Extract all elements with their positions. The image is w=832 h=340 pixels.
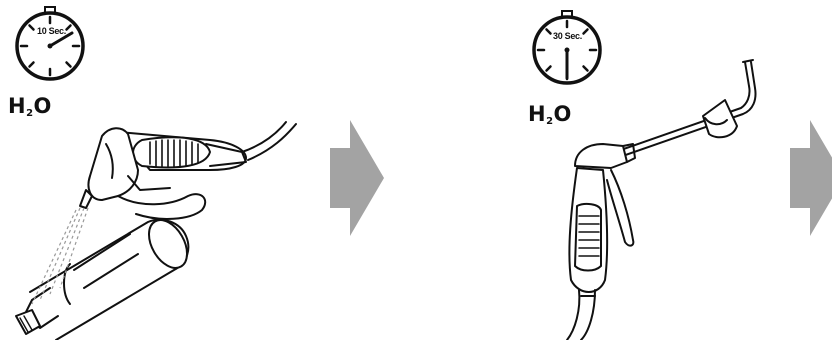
timer-10-sec-icon — [6, 4, 96, 84]
spray-gun-illustration — [515, 40, 775, 340]
step-2: 30 Sec. H2O — [515, 0, 775, 334]
timer-label: 10 Sec. — [37, 26, 66, 36]
next-step-arrow-icon — [790, 118, 832, 238]
handpiece-cleaning-illustration — [10, 104, 310, 334]
next-step-arrow-icon — [330, 118, 384, 238]
step-1: 10 Sec. H2O — [0, 0, 330, 334]
